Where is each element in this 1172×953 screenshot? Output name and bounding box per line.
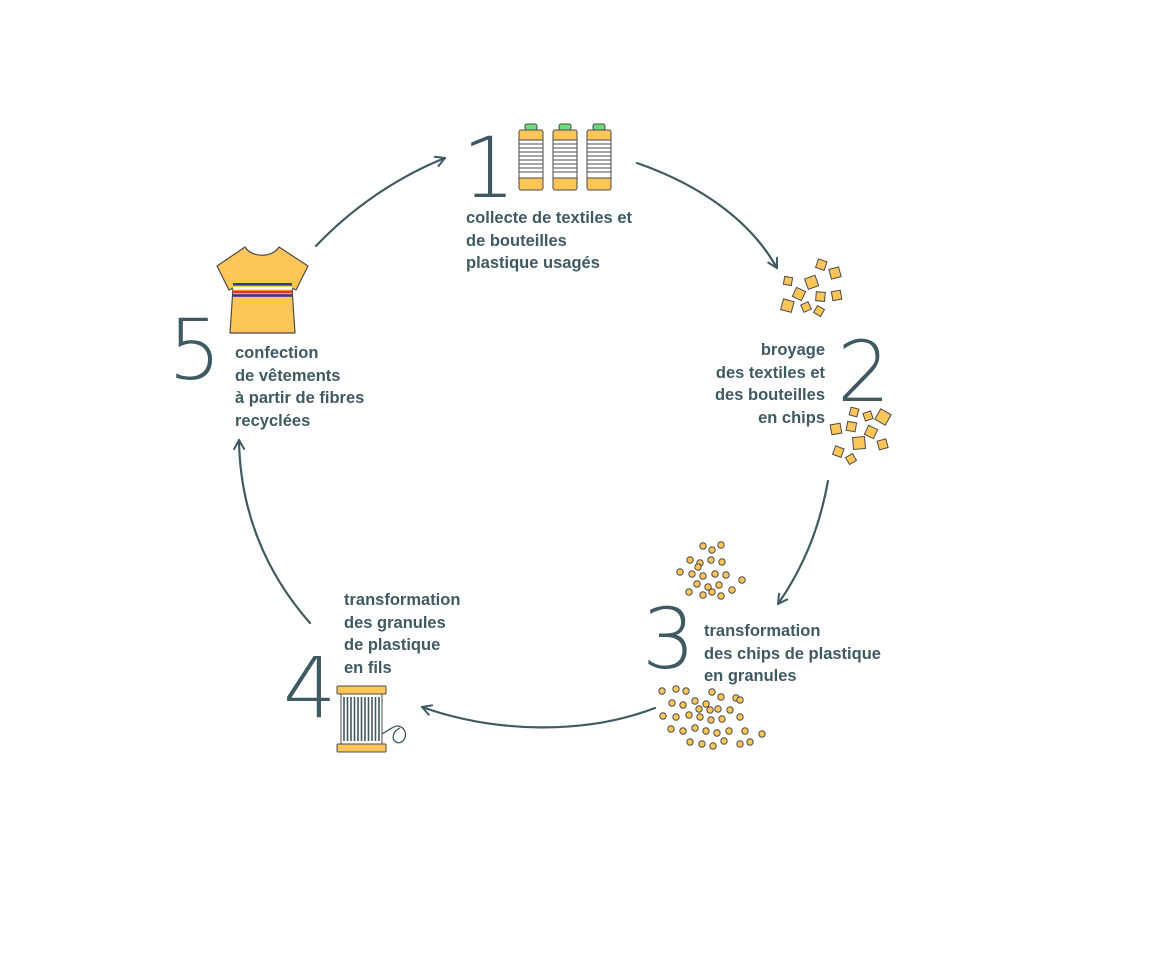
step-1-line: de bouteilles — [466, 231, 567, 250]
step-4-line: de plastique — [344, 636, 441, 654]
plastic-chips-icon-2 — [829, 406, 892, 466]
step-2-line: en chips — [758, 408, 825, 427]
step-3-line: des chips de plastique — [704, 644, 881, 663]
step-2-number: 2 — [837, 323, 891, 421]
step-3-line: transformation — [704, 622, 821, 640]
plastic-granules-icon-2 — [658, 685, 766, 750]
plastic-granules-icon — [676, 541, 746, 600]
arrow-3-to-4 — [420, 704, 657, 729]
step-5-label: confection de vêtements à partir de fibr… — [235, 342, 364, 432]
step-4-line: en fils — [344, 658, 392, 677]
step-5-number: 5 — [168, 301, 222, 399]
step-3-line: en granules — [704, 667, 797, 685]
arrow-1-to-2 — [635, 161, 779, 270]
step-1-line: plastique usagés — [466, 254, 600, 272]
step-1-line: collecte de textiles et — [466, 209, 632, 227]
step-4-number: 4 — [283, 639, 337, 737]
step-4-line: transformation — [344, 591, 461, 609]
plastic-chips-icon — [780, 258, 843, 318]
thread-spool-icon — [336, 685, 407, 753]
step-4-line: des granules — [344, 613, 446, 632]
arrow-2-to-3 — [776, 479, 830, 606]
bottles-icon — [518, 123, 612, 191]
step-5-line: de vêtements — [235, 366, 341, 385]
arrow-4-to-5 — [233, 438, 312, 625]
step-5-line: confection — [235, 344, 319, 362]
cycle-arrows — [233, 155, 830, 729]
step-3-label: transformation des chips de plastique en… — [704, 620, 881, 688]
step-3-number: 3 — [642, 590, 696, 688]
step-5-line: à partir de fibres — [235, 389, 365, 407]
step-1-number: 1 — [462, 119, 516, 217]
step-4-label: transformation des granules de plastique… — [344, 589, 460, 679]
step-2-line: broyage — [760, 341, 825, 359]
step-5-line: recyclées — [235, 411, 311, 430]
step-2-line: des bouteilles — [714, 386, 825, 404]
tshirt-icon — [216, 246, 309, 334]
step-1-label: collecte de textiles et de bouteilles pl… — [466, 207, 632, 275]
step-2-line: des textiles et — [715, 363, 825, 382]
arrow-5-to-1 — [314, 155, 447, 248]
step-2-label: broyage des textiles et des bouteilles e… — [715, 339, 825, 429]
